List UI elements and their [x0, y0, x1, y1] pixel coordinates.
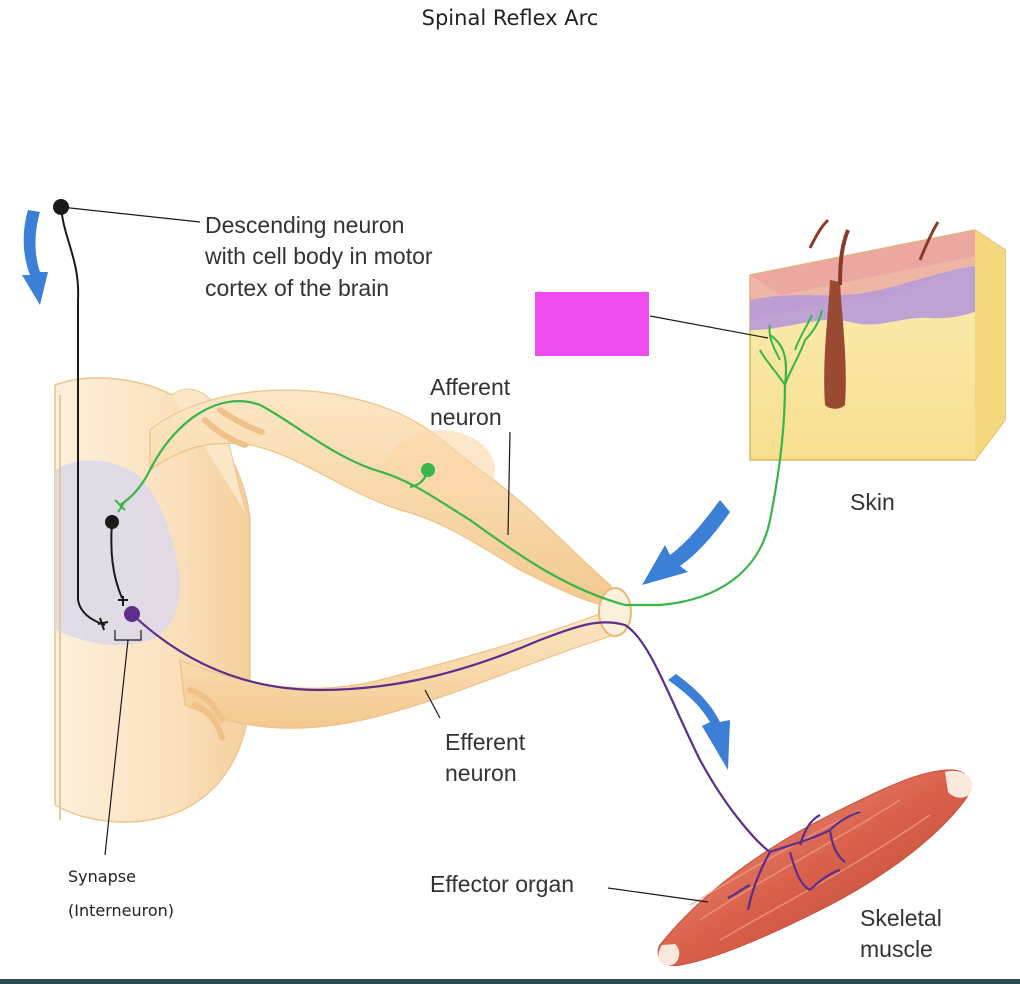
label-descending-neuron: Descending neuron with cell body in moto…	[204, 212, 433, 301]
svg-text:cortex of the brain: cortex of the brain	[205, 275, 389, 301]
label-effector-organ: Effector organ	[430, 871, 574, 897]
svg-text:Synapse: Synapse	[68, 867, 136, 886]
leader-lines	[104, 431, 709, 903]
hair-follicle	[824, 280, 846, 409]
page-title: Spinal Reflex Arc	[421, 6, 599, 30]
svg-text:muscle: muscle	[860, 936, 933, 962]
label-skin: Skin	[850, 489, 895, 515]
svg-text:Effector organ: Effector organ	[430, 871, 574, 897]
label-skeletal-muscle: Skeletal muscle	[860, 905, 942, 962]
svg-text:with cell body in motor: with cell body in motor	[204, 243, 433, 269]
label-synapse: Synapse (Interneuron)	[68, 867, 174, 920]
arrow-descending-icon	[22, 210, 48, 305]
afferent-neuron	[114, 309, 823, 607]
svg-text:Skin: Skin	[850, 489, 895, 515]
svg-text:(Interneuron): (Interneuron)	[68, 901, 174, 920]
efferent-neuron	[124, 606, 861, 911]
label-efferent-neuron: Efferent neuron	[445, 729, 526, 786]
arrow-afferent-icon	[642, 500, 730, 585]
spinal-nerve	[598, 587, 632, 637]
svg-text:Efferent: Efferent	[445, 729, 526, 755]
epidermis	[750, 260, 1005, 330]
blank-label-box	[535, 292, 769, 356]
label-afferent-neuron: Afferent neuron	[430, 374, 511, 430]
skeletal-muscle	[657, 769, 973, 967]
gray-matter	[55, 460, 181, 646]
svg-text:Afferent: Afferent	[430, 374, 511, 400]
svg-text:neuron: neuron	[445, 760, 517, 786]
svg-text:Descending neuron: Descending neuron	[205, 212, 404, 238]
dorsal-root	[149, 389, 627, 611]
skin-block	[749, 218, 1006, 461]
svg-text:Skeletal: Skeletal	[860, 905, 942, 931]
bottom-border	[0, 979, 1020, 984]
arrow-efferent-icon	[668, 674, 730, 770]
interneuron	[105, 515, 128, 606]
svg-text:neuron: neuron	[430, 404, 502, 430]
descending-neuron	[53, 199, 201, 631]
direction-arrows	[22, 210, 730, 770]
